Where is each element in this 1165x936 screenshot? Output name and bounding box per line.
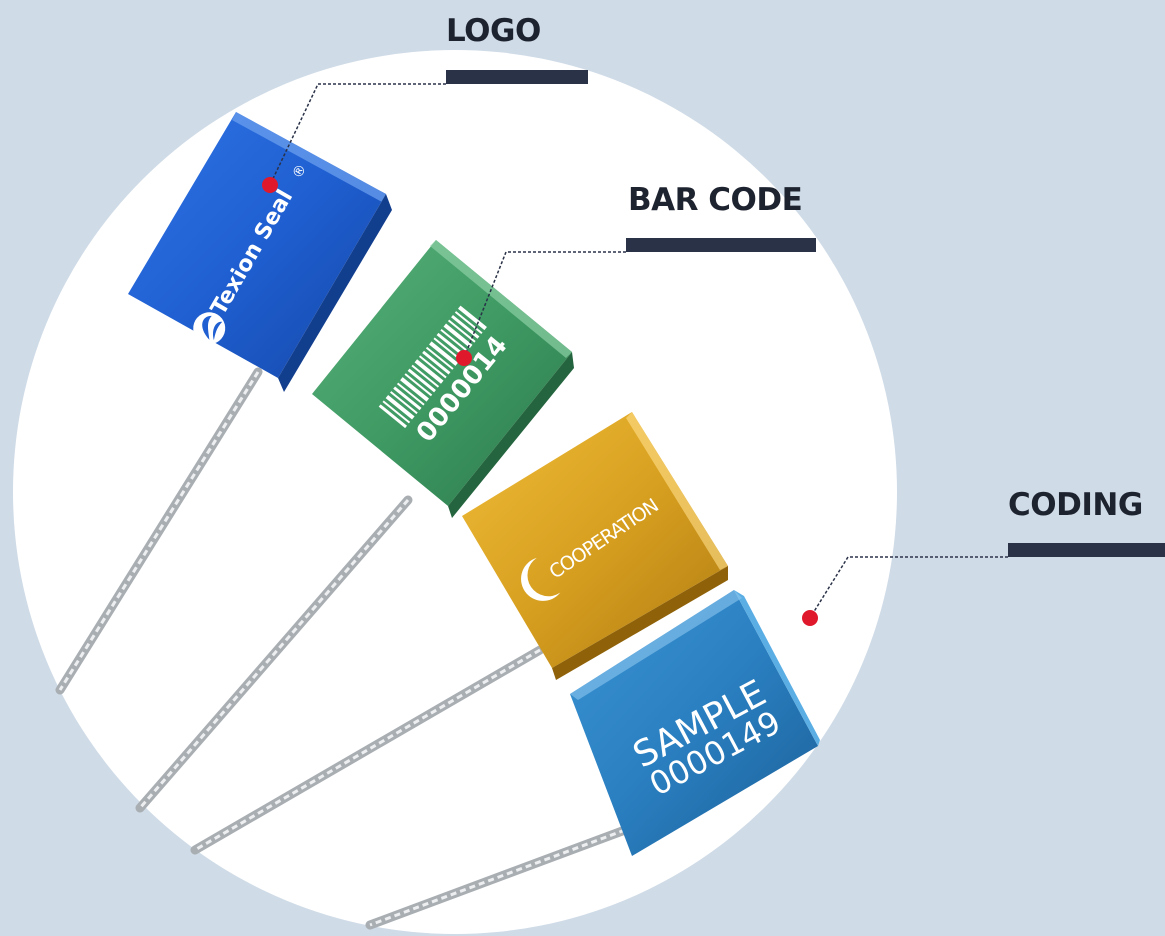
- coding-leader-line: [809, 556, 1008, 619]
- cable-wires: [55, 367, 630, 930]
- logo-leader-line: [269, 83, 446, 186]
- bar-code-label: BAR CODE: [628, 182, 803, 218]
- blue-seal-registered-mark: ®: [289, 161, 310, 181]
- coding-label-bar: [1008, 543, 1165, 557]
- logo-marker-dot: [262, 177, 278, 193]
- leaf-logo-icon: [193, 312, 226, 345]
- wire-blue-seal-highlight: [58, 371, 260, 691]
- barcode-leader-line: [463, 251, 626, 359]
- green-seal: 0000014: [312, 240, 574, 518]
- coding-marker-dot: [802, 610, 818, 626]
- logo-label-bar: [446, 70, 588, 84]
- teal-seal: SAMPLE 0000149: [570, 590, 820, 856]
- logo-label: LOGO: [446, 13, 541, 49]
- blue-seal: Texion Seal ®: [128, 112, 392, 392]
- wire-teal-seal-highlight: [369, 828, 626, 927]
- coding-label: CODING: [1008, 487, 1143, 523]
- gold-seal: COOPERATION: [462, 412, 728, 680]
- crescent-logo-icon: [521, 557, 561, 601]
- wire-gold-seal-highlight: [194, 648, 541, 852]
- barcode-graphic: [378, 305, 487, 429]
- barcode-label-bar: [626, 238, 816, 252]
- leader-lines: [269, 83, 1008, 619]
- wire-green-seal-highlight: [138, 499, 410, 809]
- barcode-marker-dot: [456, 350, 472, 366]
